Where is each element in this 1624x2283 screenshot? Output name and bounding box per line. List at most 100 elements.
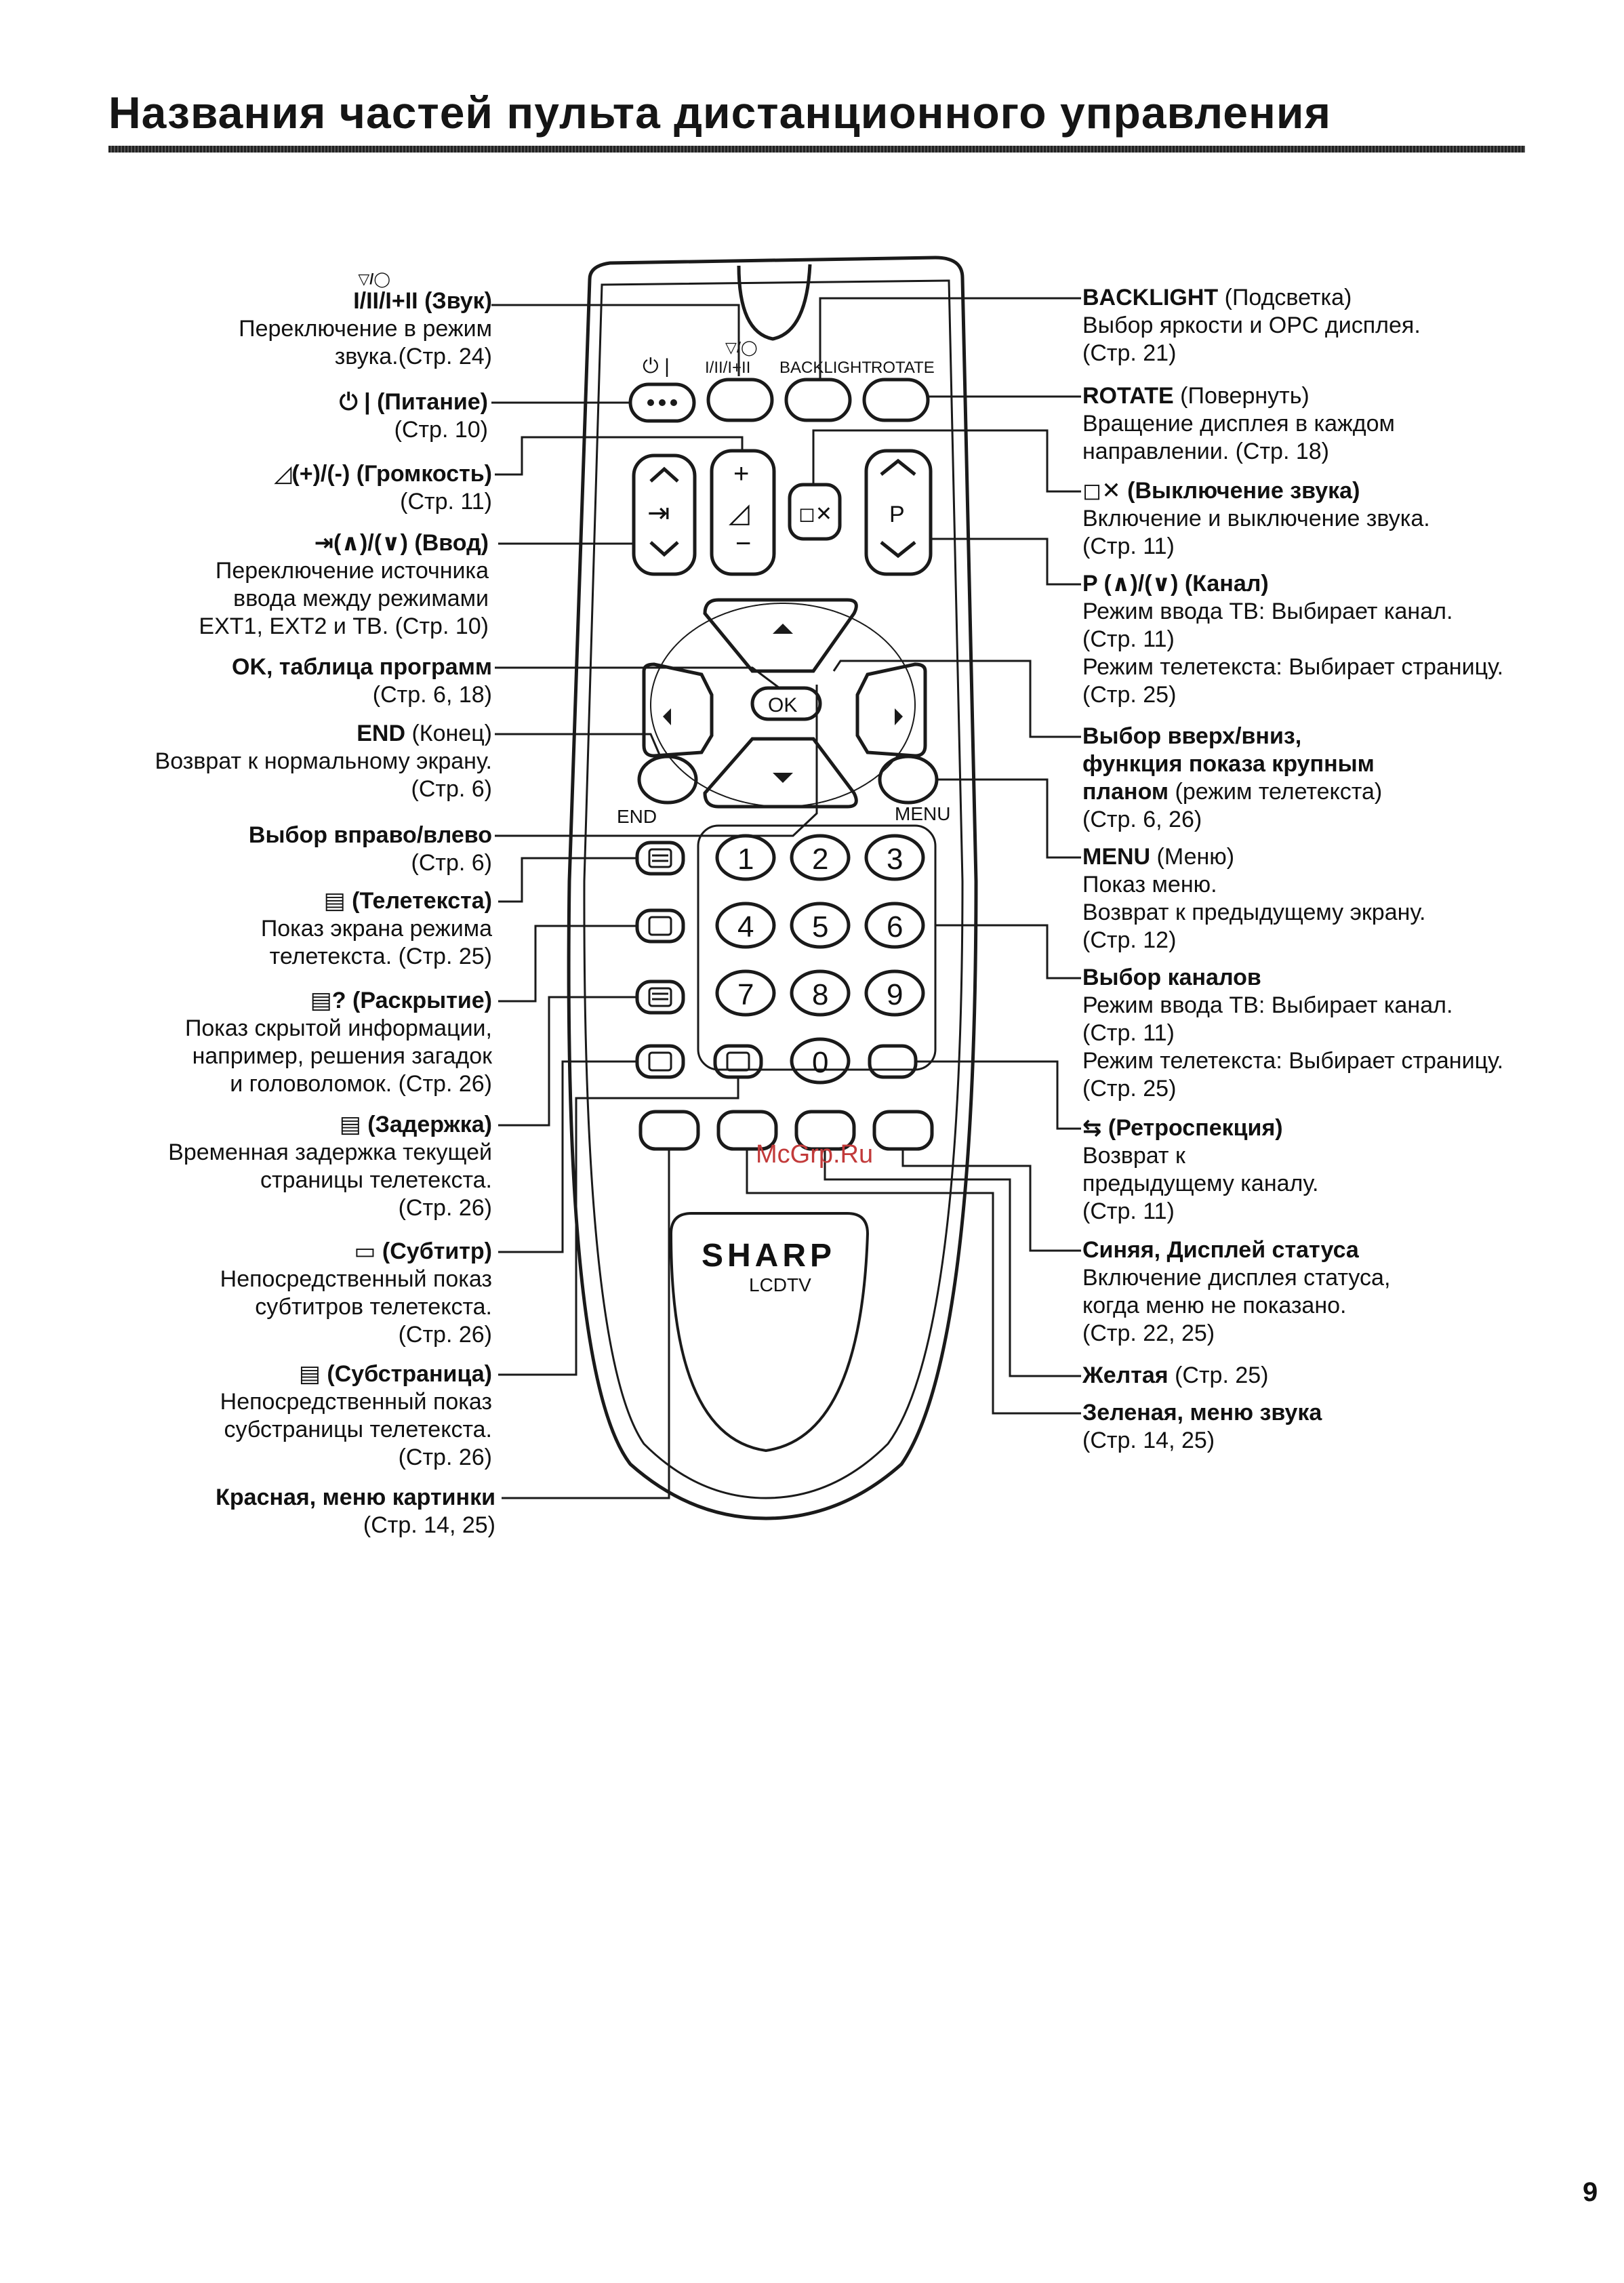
leader-sound [491, 304, 740, 376]
leader-leftright [495, 685, 818, 837]
leader-end [495, 733, 662, 759]
digit-pad-frame [697, 824, 937, 1071]
label-backlight-desc-2: (Стр. 21) [1082, 340, 1177, 366]
leader-green [746, 1149, 1081, 1415]
digit-2-label: 2 [812, 843, 828, 876]
label-flashback-desc-1: Возврат к [1082, 1143, 1185, 1169]
digit-0-button [790, 1037, 851, 1085]
remote-body [567, 256, 978, 1520]
leader-blue [901, 1149, 1081, 1252]
label-leftright-desc-1: (Стр. 6) [411, 850, 492, 876]
digit-8-button [790, 969, 851, 1017]
label-menu-desc-2: Возврат к предыдущему экрану. [1082, 900, 1426, 925]
channel-rocker [864, 449, 933, 576]
leader-updown [832, 660, 1081, 738]
leader-volume [495, 436, 744, 476]
digit-buttons [715, 834, 925, 1085]
label-end-head: END [357, 721, 406, 746]
label-hold-desc-3: (Стр. 26) [398, 1195, 492, 1221]
label-input-desc-1: Переключение источника [215, 558, 489, 584]
label-end-desc-1: Возврат к нормальному экрану. [155, 748, 492, 774]
label-backlight-head-normal: (Подсветка) [1218, 285, 1352, 310]
label-channel: P (∧)/(∨) (Канал) Режим ввода ТВ: Выбира… [1082, 570, 1503, 709]
leader-red [502, 1149, 670, 1499]
label-flashback-head: ⇆ (Ретроспекция) [1082, 1115, 1283, 1141]
label-updown-head-3: планом [1082, 779, 1169, 805]
leader-subpage [498, 1077, 739, 1376]
label-backlight: BACKLIGHT (Подсветка) Выбор яркости и OP… [1082, 284, 1421, 367]
label-sound-desc-2: звука.(Стр. 24) [334, 344, 492, 369]
label-input-desc-2: ввода между режимами [233, 586, 489, 611]
leader-reveal [498, 925, 637, 1003]
label-updown-head: Выбор вверх/вниз, [1082, 723, 1302, 749]
leader-teletext [498, 857, 637, 903]
remote-bottom-panel [669, 1212, 870, 1453]
label-teletext: ▤ (Телетекста) Показ экрана режима телет… [261, 887, 492, 971]
digit-4-button [715, 902, 776, 949]
label-mute-head: ◻✕ (Выключение звука) [1082, 478, 1360, 504]
label-teletext-desc-1: Показ экрана режима [260, 916, 492, 942]
label-updown-head-3-normal: (режим телетекста) [1169, 779, 1383, 805]
label-rotate-desc-2: направлении. (Стр. 18) [1082, 439, 1329, 464]
teletext-button [635, 841, 685, 876]
input-symbol: ⇥ [647, 498, 670, 528]
mute-button [788, 483, 842, 541]
leader-hold [498, 996, 637, 1127]
digit-3-button [864, 834, 925, 881]
label-ok: OK, таблица программ (Стр. 6, 18) [232, 653, 492, 709]
label-red-head: Красная, меню картинки [216, 1484, 495, 1510]
nav-left-button [642, 662, 714, 758]
end-label: END [617, 806, 657, 827]
label-input-head: ⇥(∧)/(∨) (Ввод) [314, 530, 489, 556]
leader-flashback [916, 1060, 1081, 1130]
digit-1-label: 1 [737, 843, 754, 876]
label-digits-desc-1: Режим ввода ТВ: Выбирает канал. [1082, 992, 1453, 1018]
label-hold-desc-2: страницы телетекста. [260, 1167, 492, 1193]
digit-6-label: 6 [887, 910, 903, 944]
nav-up-button [703, 598, 858, 673]
label-menu-desc-1: Показ меню. [1082, 872, 1217, 897]
label-leftright: Выбор вправо/влево (Стр. 6) [249, 822, 492, 877]
label-flashback-desc-3: (Стр. 11) [1082, 1198, 1175, 1224]
label-mute-desc-2: (Стр. 11) [1082, 533, 1175, 559]
nav-down-button [703, 737, 858, 809]
label-rotate: ROTATE (Повернуть) Вращение дисплея в ка… [1082, 382, 1395, 466]
blue-button [872, 1110, 934, 1151]
label-teletext-head: ▤ (Телетекста) [323, 888, 492, 914]
label-teletext-desc-2: телетекста. (Стр. 25) [269, 944, 492, 969]
label-power-desc-1: (Стр. 10) [394, 417, 488, 443]
ir-sensor [737, 264, 812, 341]
label-power: ⏻ | (Питание) (Стр. 10) [340, 388, 488, 444]
label-reveal-head: ▤? (Раскрытие) [310, 988, 492, 1013]
label-reveal-desc-3: и головоломок. (Стр. 26) [230, 1071, 492, 1097]
label-menu-desc-3: (Стр. 12) [1082, 927, 1177, 953]
label-yellow-head: Желтая [1082, 1362, 1169, 1388]
hold-button [635, 979, 685, 1015]
channel-p-label: P [889, 502, 905, 527]
label-digits-head: Выбор каналов [1082, 965, 1261, 990]
menu-label: MENU [895, 803, 950, 824]
label-subtitle-desc-1: Непосредственный показ [220, 1266, 492, 1292]
ok-button [750, 686, 822, 721]
title-rule [108, 146, 1525, 153]
label-rotate-desc-1: Вращение дисплея в каждом [1082, 411, 1395, 437]
label-reveal-desc-1: Показ скрытой информации, [184, 1015, 492, 1041]
backlight-button [784, 378, 852, 422]
leader-yellow [824, 1149, 1081, 1377]
sound-symbol: ▽/◯ [725, 339, 758, 357]
flashback-button [868, 1044, 918, 1079]
reveal-button [635, 908, 685, 944]
label-blue-desc-1: Включение дисплея статуса, [1082, 1265, 1391, 1291]
brand-logo: SHARP [702, 1238, 836, 1274]
label-channel-head: P (∧)/(∨) (Канал) [1082, 571, 1269, 597]
label-yellow: Желтая (Стр. 25) [1082, 1362, 1268, 1390]
digit-3-label: 3 [887, 843, 903, 876]
label-updown: Выбор вверх/вниз, функция показа крупным… [1082, 723, 1382, 834]
digit-6-button [864, 902, 925, 949]
label-menu-head: MENU [1082, 844, 1151, 870]
label-sound-head: I/II/I+II (Звук) [353, 288, 492, 314]
label-subpage-desc-2: субстраницы телетекста. [224, 1417, 492, 1442]
digit-4-label: 4 [737, 910, 754, 944]
label-volume-head: ◿(+)/(-) (Громкость) [274, 461, 492, 487]
label-subtitle-desc-2: субтитров телетекста. [255, 1294, 492, 1320]
